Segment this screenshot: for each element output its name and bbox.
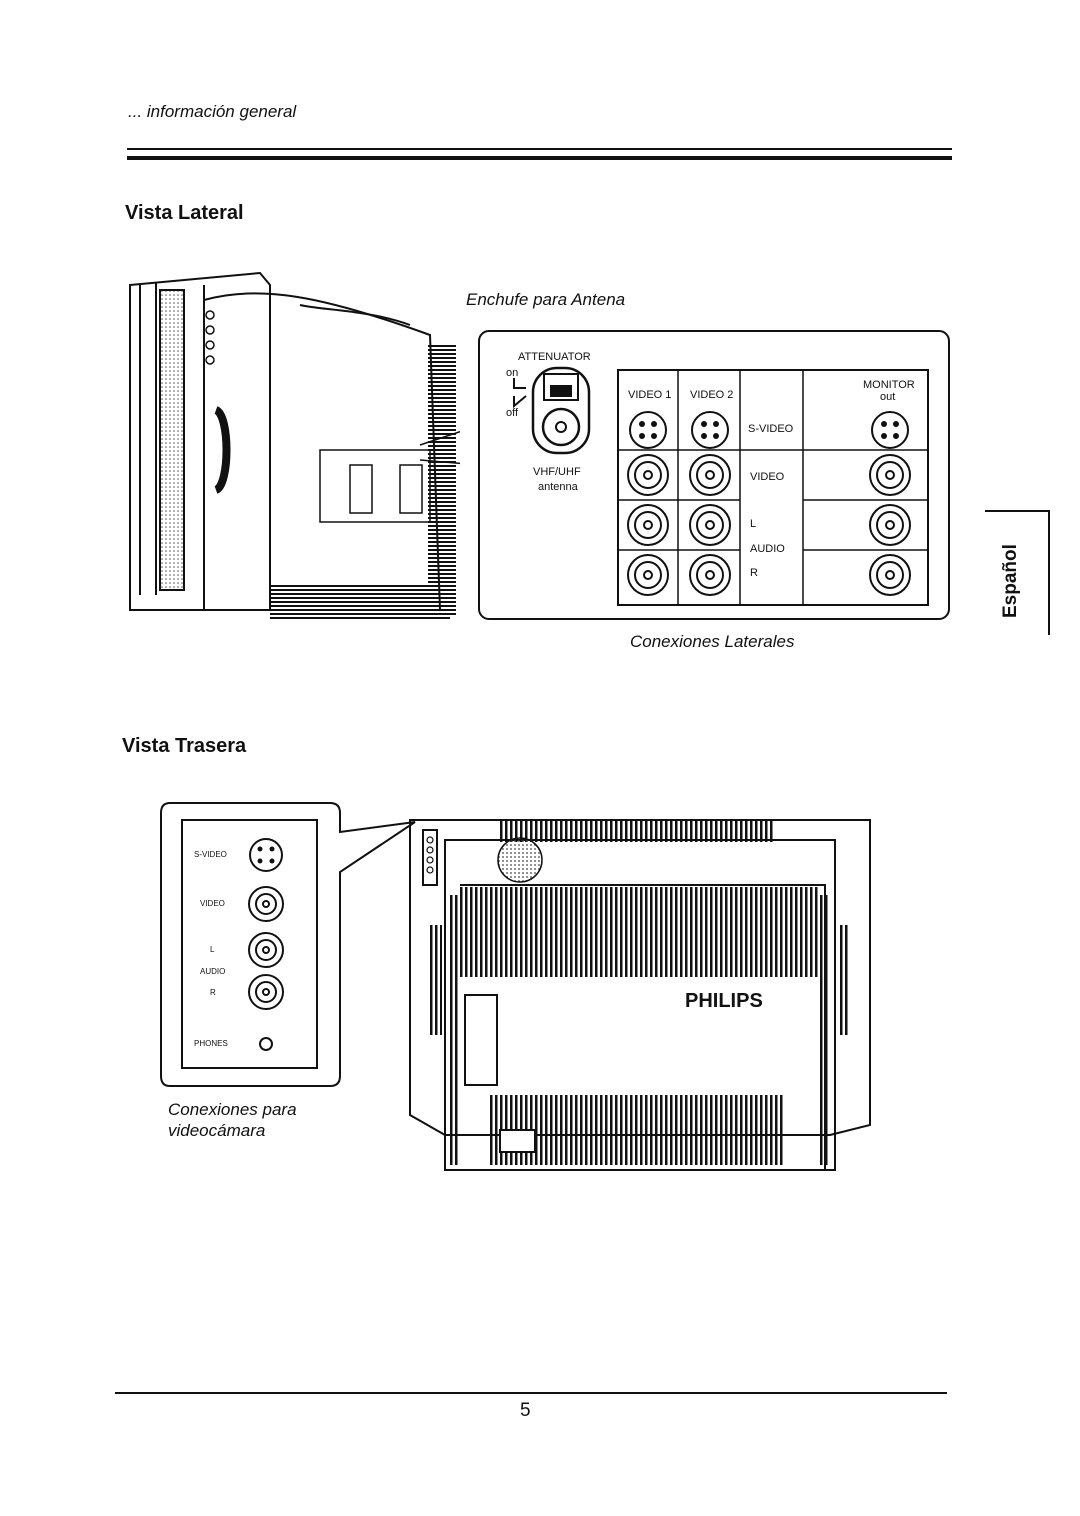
tv-side-view-illustration	[129, 271, 460, 620]
side-connector-panel: ATTENUATOR on off VHF/UHF antenna VIDEO …	[478, 330, 950, 620]
cam-svideo-label: S-VIDEO	[194, 850, 227, 859]
row-audio-label: AUDIO	[750, 543, 785, 555]
switch-on-label: on	[506, 367, 518, 379]
switch-off-label: off	[506, 407, 519, 419]
vhf-label: VHF/UHF	[533, 466, 581, 478]
camcorder-caption-line1: Conexiones para	[168, 1100, 297, 1119]
header-rule-thick	[127, 156, 952, 160]
antenna-caption: Enchufe para Antena	[466, 290, 626, 309]
attenuator-label: ATTENUATOR	[518, 351, 591, 363]
row-video-label: VIDEO	[750, 471, 785, 483]
language-tab-rule-top	[985, 510, 1049, 512]
page-number: 5	[520, 1400, 531, 1421]
camcorder-connector-panel: S-VIDEO VIDEO L AUDIO R PHONES	[160, 802, 416, 1087]
row-l-label: L	[750, 518, 756, 530]
cam-phones-label: PHONES	[194, 1039, 228, 1048]
camcorder-caption-line2: videocámara	[168, 1121, 266, 1140]
philips-logo: PHILIPS	[685, 990, 763, 1012]
language-tab-rule	[1048, 510, 1050, 635]
cam-audio-label: AUDIO	[200, 967, 225, 976]
cam-l-label: L	[210, 945, 215, 954]
section-heading-trasera: Vista Trasera	[122, 735, 247, 757]
section-heading-lateral: Vista Lateral	[125, 202, 244, 224]
antenna-label: antenna	[538, 481, 579, 493]
monitor-label: MONITOR	[863, 379, 915, 391]
col-video1-label: VIDEO 1	[628, 389, 671, 401]
header-rule	[127, 148, 952, 150]
tv-rear-view-illustration: PHILIPS	[409, 819, 871, 1171]
language-tab: Español	[1000, 544, 1021, 618]
running-header: ... información general	[128, 102, 297, 121]
side-connections-caption: Conexiones Laterales	[630, 632, 795, 651]
cam-video-label: VIDEO	[200, 899, 225, 908]
row-r-label: R	[750, 567, 758, 579]
col-video2-label: VIDEO 2	[690, 389, 733, 401]
cam-r-label: R	[210, 988, 216, 997]
row-svideo-label: S-VIDEO	[748, 423, 794, 435]
monitor-out-label: out	[880, 391, 895, 403]
footer-rule	[115, 1392, 947, 1394]
